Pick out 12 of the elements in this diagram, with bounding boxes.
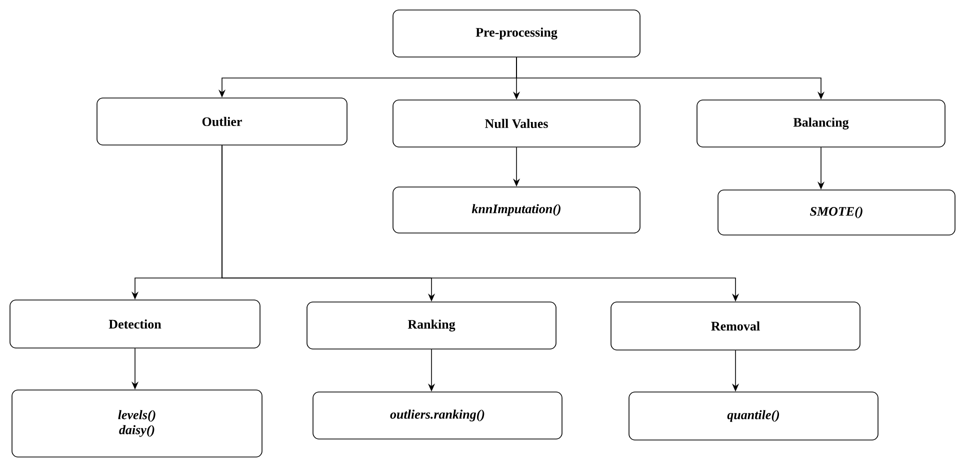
process-box: Removal bbox=[610, 302, 860, 350]
function-box: levels() daisy() bbox=[12, 390, 262, 458]
process-box: Ranking bbox=[306, 302, 556, 350]
process-box: Outlier bbox=[96, 98, 348, 146]
process-box: Pre-processing bbox=[392, 10, 640, 58]
process-box: Balancing bbox=[696, 100, 946, 148]
function-box: knnImputation() bbox=[392, 186, 640, 234]
process-box: Null Values bbox=[392, 100, 640, 148]
function-box: outliers.ranking() bbox=[312, 392, 562, 440]
function-box: quantile() bbox=[628, 392, 878, 440]
function-box: SMOTE() bbox=[718, 190, 956, 236]
process-box: Detection bbox=[10, 300, 260, 348]
